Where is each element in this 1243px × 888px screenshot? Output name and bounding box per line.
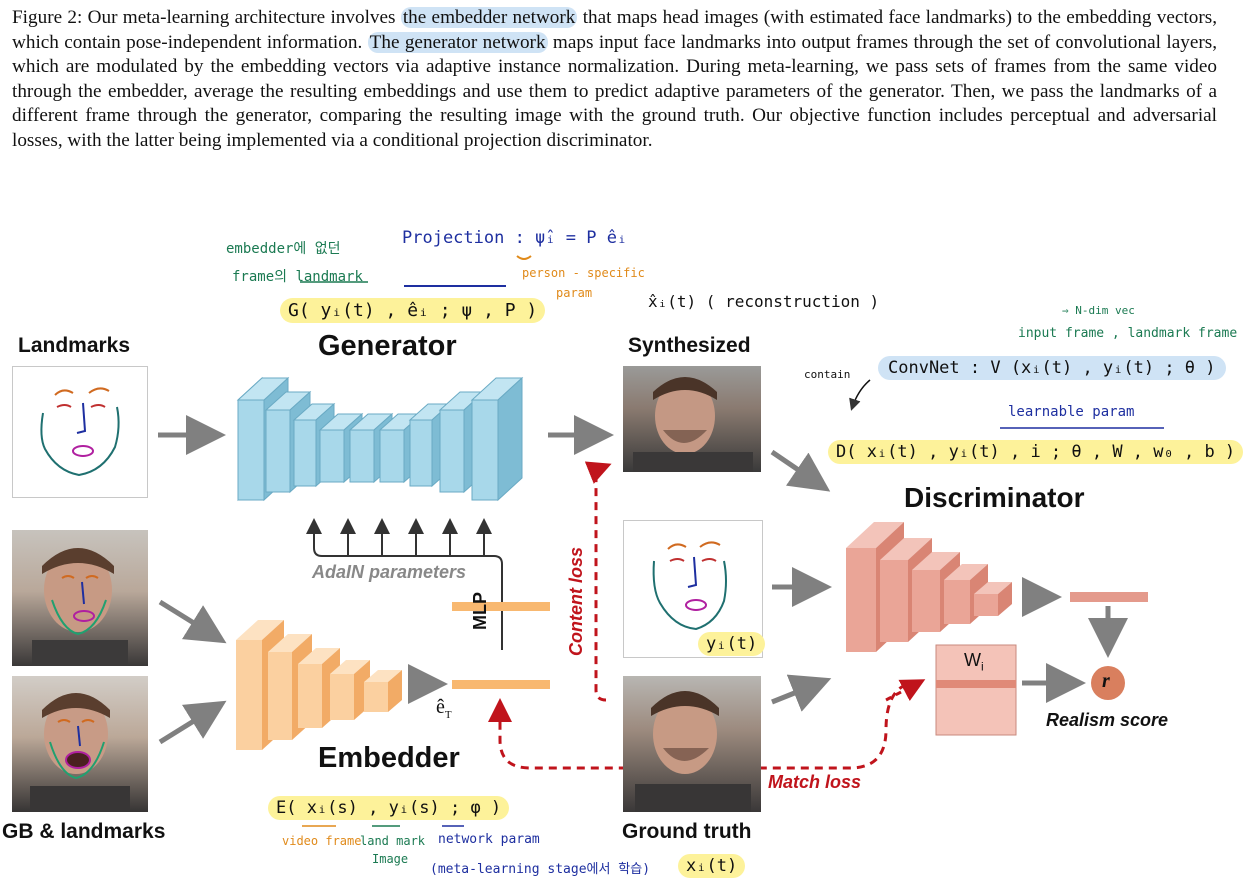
rgb-landmark-image-1 bbox=[12, 530, 148, 666]
annotation-meta-stage: (meta-learning stage에서 학습) bbox=[430, 862, 651, 877]
adain-arrows bbox=[306, 518, 503, 650]
discriminator-network bbox=[846, 522, 1012, 652]
synthesized-image bbox=[623, 366, 761, 472]
annotation-person-specific-2: param bbox=[556, 286, 593, 300]
annotation-contain: contain bbox=[804, 368, 851, 381]
adain-label: AdaIN parameters bbox=[312, 562, 467, 582]
annotation-network-param: network param bbox=[438, 832, 540, 847]
figure-caption: Figure 2: Our meta-learning architecture… bbox=[12, 6, 1217, 153]
embedder-network bbox=[236, 620, 402, 750]
landmark-sketch-input bbox=[12, 366, 148, 498]
content-loss-label: Content loss bbox=[566, 546, 586, 656]
caption-part-3: maps input face landmarks into output fr… bbox=[12, 31, 1217, 151]
face-photo-1 bbox=[32, 548, 128, 666]
caption-part-1: Figure 2: Our meta-learning architecture… bbox=[12, 7, 401, 28]
annotation-marks bbox=[300, 255, 1164, 827]
match-loss-label: Match loss bbox=[768, 772, 862, 792]
synthesized-label: Synthesized bbox=[628, 334, 751, 357]
e-hat: ê bbox=[436, 696, 445, 718]
synthesized-face bbox=[633, 377, 753, 472]
face-landmark-sketch bbox=[40, 387, 120, 477]
r-label: r bbox=[1102, 670, 1110, 692]
ground-truth-label: Ground truth bbox=[622, 820, 752, 843]
embedding-vector-label: êT bbox=[436, 696, 452, 721]
caption-highlight-embedder: the embedder network bbox=[400, 7, 578, 28]
annotation-yt: yᵢ(t) bbox=[698, 632, 766, 656]
target-landmark-sketch bbox=[652, 541, 727, 631]
embedder-label: Embedder bbox=[318, 742, 460, 774]
ground-truth-face bbox=[635, 691, 751, 812]
wi-letter: W bbox=[964, 650, 981, 670]
face-photo-2 bbox=[30, 693, 130, 812]
annotation-convnet: ConvNet : V (xᵢ(t) , yᵢ(t) ; θ ) bbox=[878, 356, 1226, 380]
landmarks-label: Landmarks bbox=[18, 334, 131, 357]
realism-score-node bbox=[1091, 666, 1125, 700]
annotation-landmark-image-2: Image bbox=[372, 852, 409, 866]
annotation-input-frame: input frame , landmark frame bbox=[1018, 326, 1238, 341]
annotation-video-frame: video frame bbox=[282, 834, 362, 848]
annotation-landmark-image-1: land mark bbox=[360, 834, 426, 848]
annotation-projection: Projection : ψ̂ᵢ = P êᵢ bbox=[402, 228, 628, 248]
annotation-discriminator-formula: D( xᵢ(t) , yᵢ(t) , i ; θ , W , w₀ , b ) bbox=[828, 440, 1243, 464]
match-loss-arrow bbox=[488, 680, 921, 770]
annotation-embedder-note-1: embedder에 없던 bbox=[226, 241, 341, 257]
annotation-generator-formula: G( yᵢ(t) , êᵢ ; ψ , P ) bbox=[280, 298, 546, 323]
annotation-learnable-param: learnable param bbox=[1008, 404, 1135, 420]
caption-part-2: that maps head images (with estimated fa… bbox=[12, 7, 1218, 53]
caption-highlight-generator: The generator network bbox=[367, 31, 548, 53]
generator-label: Generator bbox=[318, 330, 457, 362]
annotation-person-specific-1: person - specific bbox=[522, 266, 645, 280]
discriminator-label: Discriminator bbox=[904, 482, 1085, 513]
mlp-label: MLP bbox=[470, 592, 490, 630]
e-hat-subscript: T bbox=[444, 709, 452, 721]
wi-label: Wi bbox=[964, 650, 984, 674]
annotation-reconstruction: x̂ᵢ(t) ( reconstruction ) bbox=[648, 292, 880, 311]
flow-arrows bbox=[158, 415, 1128, 745]
rgb-landmarks-label: GB & landmarks bbox=[2, 820, 166, 843]
annotation-xt: xᵢ(t) bbox=[678, 854, 746, 878]
rgb-landmark-image-2 bbox=[12, 676, 148, 812]
annotation-embedder-note-2: frame의 landmark bbox=[232, 269, 363, 285]
content-loss-arrow bbox=[584, 461, 612, 702]
realism-score-label: Realism score bbox=[1046, 710, 1169, 730]
annotation-embedder-formula: E( xᵢ(s) , yᵢ(s) ; φ ) bbox=[268, 796, 510, 820]
generator-network bbox=[236, 376, 524, 502]
wi-subscript: i bbox=[981, 659, 984, 674]
wi-matrix bbox=[935, 644, 1017, 736]
annotation-ndim-vec: ⇒ N-dim vec bbox=[1062, 304, 1135, 317]
mlp-layers bbox=[452, 602, 550, 689]
ground-truth-image bbox=[623, 676, 761, 812]
discriminator-output bbox=[1070, 592, 1148, 602]
